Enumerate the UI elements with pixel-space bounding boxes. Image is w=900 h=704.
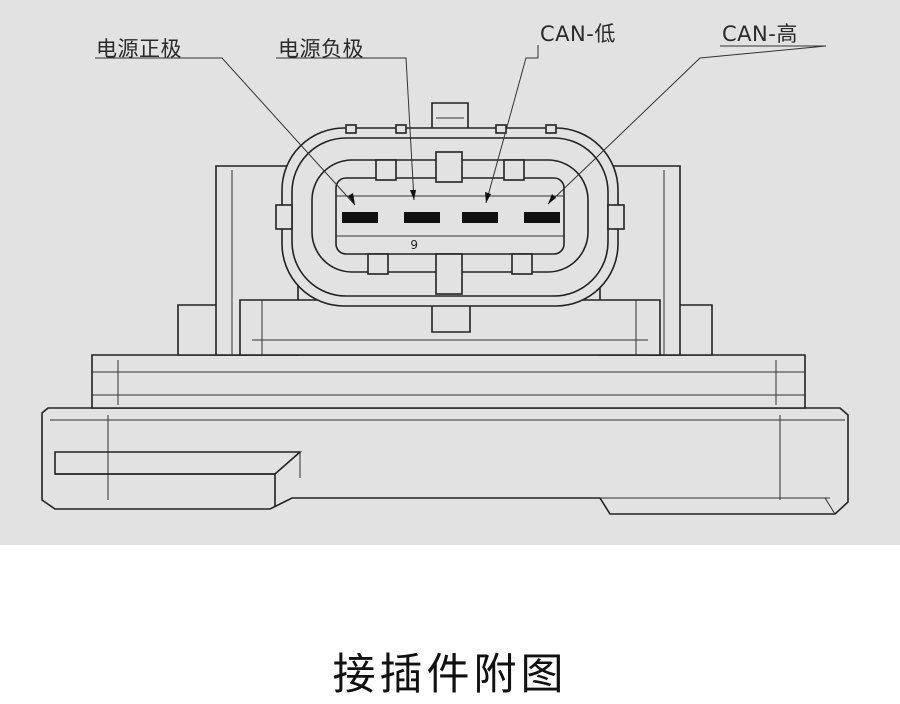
connector-shroud [275,124,625,307]
pin-can-high [524,212,560,223]
connector-drawing: 6 [41,45,849,515]
leader-power-positive [95,57,356,206]
label-can-low: CAN-低 [540,22,616,46]
svg-text:6: 6 [410,237,418,251]
figure-caption: 接插件附图 [332,650,568,700]
terminal-pins [342,212,560,223]
leader-can-low [485,45,539,204]
label-power-negative: 电源负极 [278,37,364,61]
middle-housing [91,354,806,409]
pin-can-low [462,212,498,223]
pin-power-positive [342,212,378,223]
leader-can-high [547,45,827,205]
label-power-positive: 电源正极 [96,37,182,61]
leader-lines [95,45,827,206]
label-can-high: CAN-高 [722,22,798,46]
pin-power-negative [404,212,440,223]
terminal-cavity: 6 [335,151,565,295]
leader-power-negative [276,57,415,201]
base-housing [41,407,849,515]
